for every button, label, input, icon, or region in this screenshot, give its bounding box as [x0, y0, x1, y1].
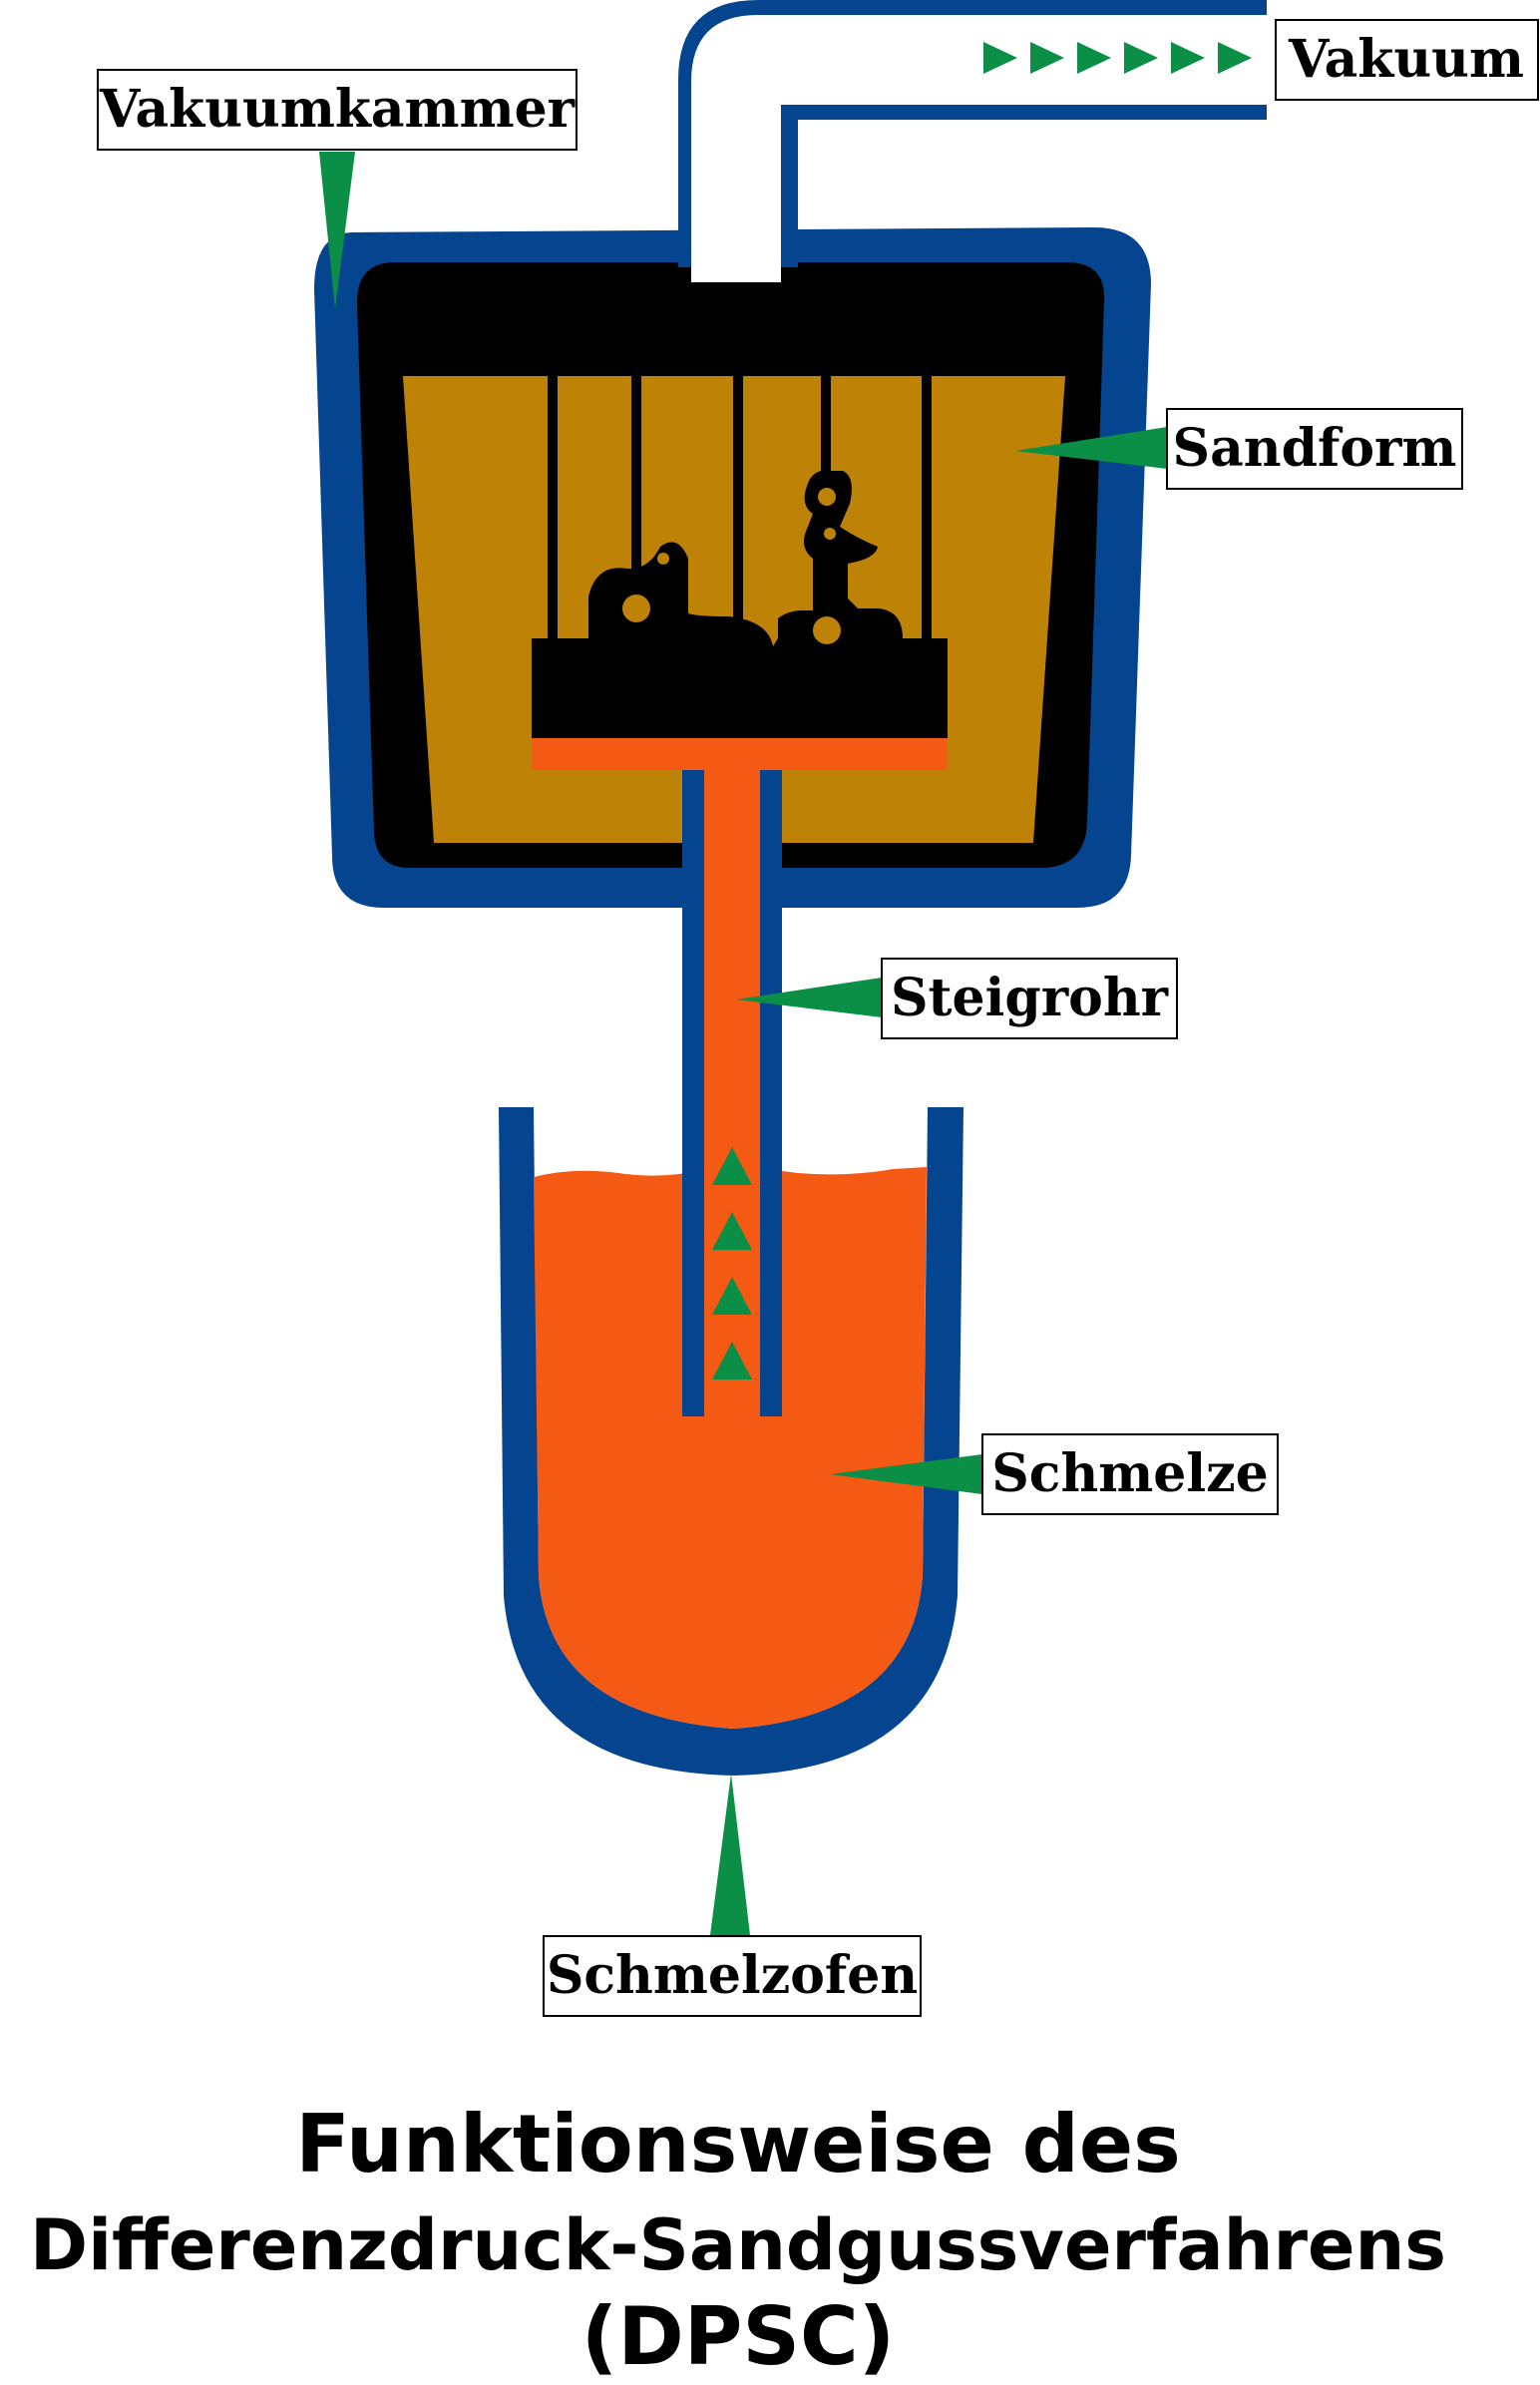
label-box — [1275, 19, 1539, 101]
label-sandform: Sandform — [1166, 408, 1463, 490]
riser-tube-right-wall — [760, 770, 782, 1416]
pointer-sandform — [1015, 427, 1167, 469]
casting-bore — [818, 488, 836, 506]
vacuum-pipe-outlet — [691, 262, 781, 282]
casting-body — [532, 471, 948, 738]
vent-line — [922, 376, 932, 645]
pointer-schmelzofen — [710, 1774, 750, 1935]
label-box — [543, 1935, 922, 2017]
vacuum-pipe — [678, 0, 1267, 282]
sand-mold — [403, 376, 1065, 843]
casting-shape — [532, 471, 948, 738]
label-vakuum: Vakuum — [1275, 19, 1539, 101]
up-arrow-icon — [712, 1342, 752, 1380]
vent-line — [548, 376, 558, 645]
title-line-2: Differenzdruck-Sandgussverfahrens — [30, 2204, 1446, 2286]
label-vakuumkammer: Vakuumkammer — [97, 69, 578, 151]
riser-tube-left-wall — [682, 770, 704, 1416]
pointer-schmelze — [830, 1454, 982, 1494]
pointer-vakuumkammer — [319, 152, 355, 309]
label-schmelze: Schmelze — [981, 1433, 1279, 1515]
label-pointers — [319, 152, 1167, 1935]
label-vakuumkammer-text: Vakuumkammer — [99, 79, 576, 140]
melting-furnace — [499, 1107, 963, 1776]
label-box — [1166, 408, 1463, 490]
label-sandform-text: Sandform — [1173, 418, 1457, 479]
up-arrow-icon — [712, 1277, 752, 1315]
label-box — [981, 1433, 1279, 1515]
casting-bore — [787, 538, 799, 550]
label-box — [881, 958, 1178, 1039]
riser-tube-melt — [704, 770, 760, 1416]
label-steigrohr-text: Steigrohr — [891, 968, 1169, 1028]
flow-arrow-icon — [1218, 42, 1252, 74]
flow-arrow-icon — [1077, 42, 1111, 74]
pointer-steigrohr — [736, 978, 882, 1017]
casting-bore — [824, 528, 836, 540]
flow-arrow-icon — [1171, 42, 1205, 74]
title-line-1: Funktionsweise des — [295, 2098, 1180, 2190]
riser-flow-arrows — [712, 1147, 752, 1380]
diagram-title: Funktionsweise des Differenzdruck-Sandgu… — [30, 2098, 1446, 2383]
flow-arrow-icon — [1030, 42, 1064, 74]
label-steigrohr: Steigrohr — [881, 958, 1178, 1039]
riser-tube — [682, 770, 782, 1416]
vent-line — [631, 376, 641, 645]
label-schmelze-text: Schmelze — [991, 1443, 1269, 1504]
casting-bore — [657, 553, 669, 565]
melt-layer-in-mold — [532, 738, 948, 770]
up-arrow-icon — [712, 1147, 752, 1185]
title-line-3: (DPSC) — [581, 2290, 896, 2383]
vent-line — [733, 376, 743, 645]
label-schmelzofen: Schmelzofen — [543, 1935, 922, 2017]
up-arrow-icon — [712, 1212, 752, 1250]
vacuum-pipe-inner — [691, 15, 1267, 282]
label-box — [97, 69, 578, 151]
flow-arrow-icon — [1124, 42, 1158, 74]
melt-bath — [534, 1167, 927, 1729]
casting-bore — [813, 616, 841, 644]
label-vakuum-text: Vakuum — [1288, 29, 1524, 90]
label-schmelzofen-text: Schmelzofen — [547, 1945, 918, 2006]
flow-arrow-icon — [983, 42, 1017, 74]
vacuum-flow-arrows — [983, 42, 1252, 74]
casting-bore — [622, 595, 650, 622]
